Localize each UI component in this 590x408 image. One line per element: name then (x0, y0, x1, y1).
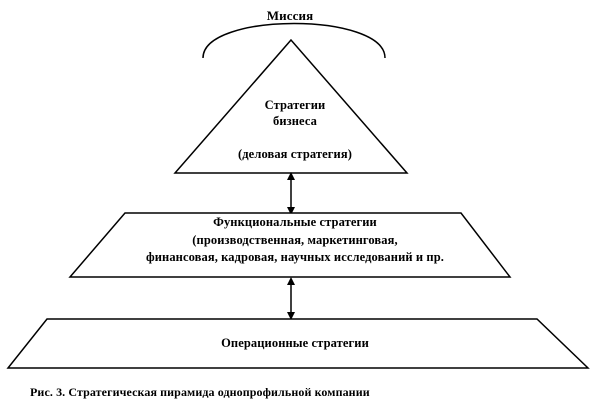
business-strategy-title-cont: бизнеса (272, 114, 318, 128)
business-strategy-title: Стратегии (264, 98, 326, 112)
business-strategy-subtitle: (деловая стратегия) (238, 147, 352, 161)
figure-caption: Рис. 3. Стратегическая пирамида однопроф… (30, 385, 370, 399)
mission-label: Миссия (266, 8, 314, 23)
functional-strategies-title: Функциональные стратегии (213, 215, 377, 229)
functional-strategies-trapezoid (68, 212, 512, 278)
functional-strategies-detail-1: (производственная, маркетинговая, (192, 233, 398, 247)
operational-strategies-title: Операционные стратегии (221, 336, 369, 350)
functional-strategies-detail-2: финансовая, кадровая, научных исследован… (145, 250, 445, 264)
operational-strategies-trapezoid (6, 318, 590, 369)
mission-arc (202, 22, 386, 59)
